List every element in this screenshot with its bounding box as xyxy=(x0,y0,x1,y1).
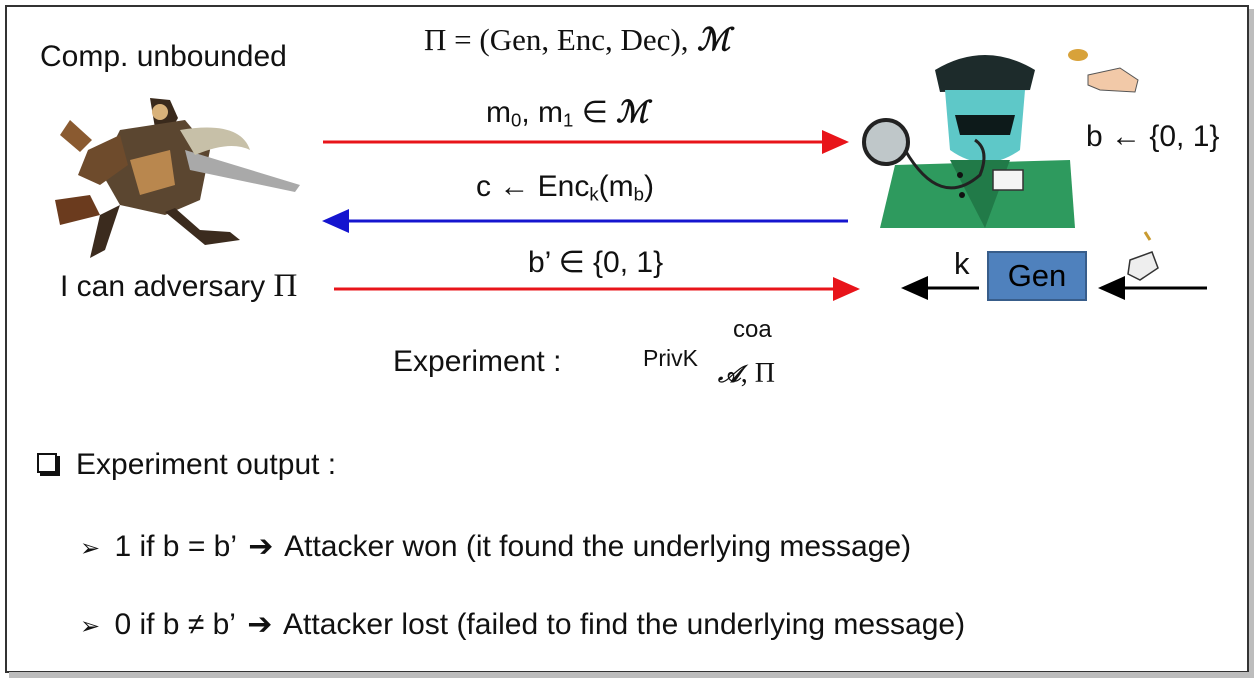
message-space-symbol-2: ℳ xyxy=(616,95,649,130)
ciphertext-label: c ← Enck(mb) xyxy=(476,170,654,204)
b-subscript: b xyxy=(633,183,644,205)
keygen-hand xyxy=(1127,231,1159,281)
arrow-bullet-icon: ➢ xyxy=(80,535,101,562)
bit-choice-label: b ← {0, 1} xyxy=(1086,120,1220,153)
scheme-symbol: , Π xyxy=(740,358,775,389)
adversary-caption: I can adversary Π xyxy=(60,268,297,305)
m1-subscript: 1 xyxy=(563,109,574,131)
frame-shadow-right xyxy=(1249,9,1254,678)
adversary-caption-text: I can adversary xyxy=(60,270,274,303)
message-space-symbol: ℳ xyxy=(697,22,731,58)
output-condition: 1 if b = b’ xyxy=(114,530,236,563)
arrow-bullet-icon: ➢ xyxy=(80,613,101,640)
messages-label: m0, m1 ∈ ℳ xyxy=(486,95,648,130)
implies-arrow-icon: ➔ xyxy=(248,530,274,563)
m-symbol: m xyxy=(486,96,511,129)
output-item-2: ➢ 0 if b ≠ b’ ➔ Attacker lost (failed to… xyxy=(80,607,965,642)
m1-symbol: , m xyxy=(521,96,564,129)
guess-label: b’ ∈ {0, 1} xyxy=(528,246,664,279)
implies-arrow-icon: ➔ xyxy=(247,608,273,641)
close-paren: ) xyxy=(644,170,654,203)
scheme-definition: Π = (Gen, Enc, Dec), ℳ xyxy=(424,22,730,58)
scheme-def-text: Π = (Gen, Enc, Dec), xyxy=(424,22,689,57)
gen-box: Gen xyxy=(987,251,1087,301)
experiment-superscript: coa xyxy=(733,316,772,343)
m0-subscript: 0 xyxy=(511,109,522,131)
experiment-name: PrivK xyxy=(643,345,698,371)
experiment-label: Experiment : xyxy=(393,345,562,378)
output-condition: 0 if b ≠ b’ xyxy=(114,608,235,641)
adversary-power-label: Comp. unbounded xyxy=(40,40,287,73)
adversary-caption-pi: Π xyxy=(273,268,298,304)
checkbox-bullet-icon xyxy=(37,453,57,473)
element-of-symbol: ∈ xyxy=(573,96,617,129)
doctor-figure xyxy=(862,55,1075,228)
adversary-symbol: 𝒜 xyxy=(718,359,741,388)
experiment-subscript: 𝒜, Π xyxy=(718,357,775,390)
mb-text: (m xyxy=(598,170,634,203)
enc-text: c ← Enc xyxy=(476,170,590,203)
gen-label: Gen xyxy=(1007,258,1067,293)
output-result: Attacker won (it found the underlying me… xyxy=(284,530,912,563)
frame-shadow xyxy=(9,672,1251,678)
warrior-figure xyxy=(55,98,300,258)
output-result: Attacker lost (failed to find the underl… xyxy=(283,608,966,641)
coin-toss-hand xyxy=(1068,49,1139,93)
key-subscript: k xyxy=(589,183,599,205)
output-heading: Experiment output : xyxy=(76,448,337,481)
key-label: k xyxy=(954,246,970,281)
output-item-1: ➢ 1 if b = b’ ➔ Attacker won (it found t… xyxy=(80,529,911,564)
